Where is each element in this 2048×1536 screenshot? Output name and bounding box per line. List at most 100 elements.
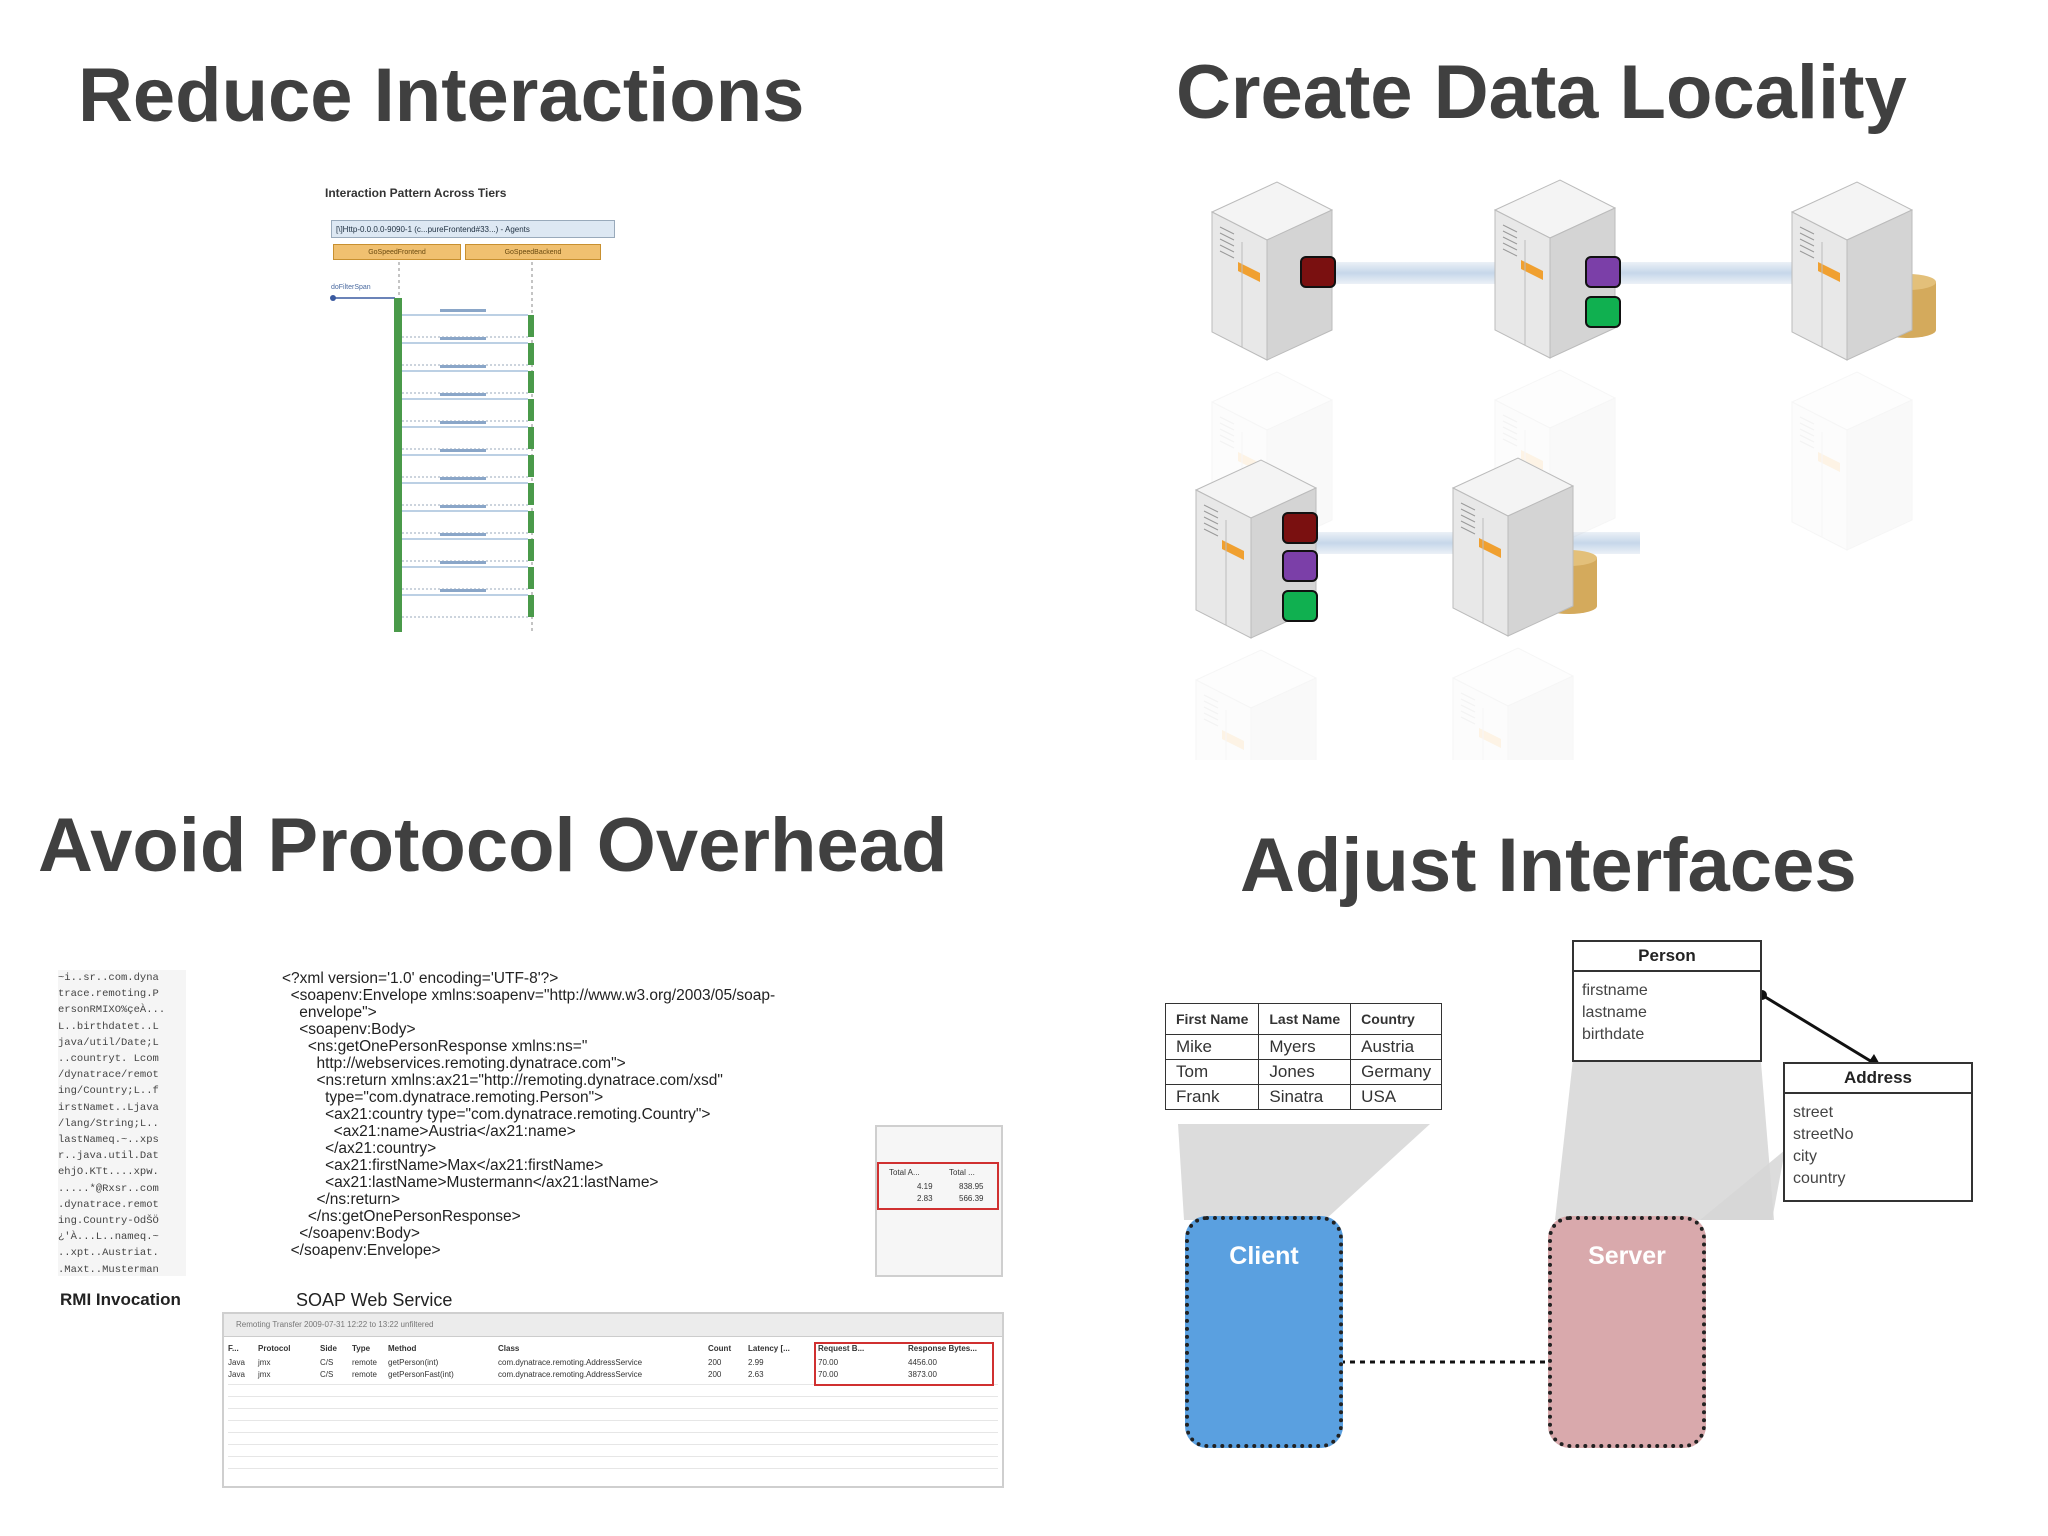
sequence-activation	[528, 455, 534, 477]
red-data-block-local	[1282, 512, 1318, 544]
sequence-activation	[528, 343, 534, 365]
soap-line: <ax21:country type="com.dynatrace.remoti…	[282, 1106, 711, 1123]
field: lastname	[1582, 1004, 1647, 1021]
sequence-call-label	[440, 533, 486, 536]
rmi-line: ing.Country-OdŠÖ	[58, 1215, 159, 1228]
sequence-call-label	[440, 561, 486, 564]
grid-cell: 70.00	[818, 1358, 839, 1367]
sequence-activation	[528, 511, 534, 533]
grid-cell: 200	[708, 1370, 722, 1379]
grid-rule	[228, 1444, 998, 1445]
grid-header: Request B...	[818, 1344, 865, 1353]
sequence-call-label	[440, 477, 486, 480]
grid-cell: 70.00	[818, 1370, 839, 1379]
grid-header: Class	[498, 1344, 520, 1353]
soap-line: <soapenv:Body>	[282, 1021, 416, 1038]
soap-label: SOAP Web Service	[296, 1290, 453, 1310]
grid-rule	[228, 1408, 998, 1409]
grid-header: Response Bytes...	[908, 1344, 977, 1353]
table-row: Mike Myers Austria	[1164, 1034, 1443, 1060]
cell: Germany	[1350, 1059, 1443, 1085]
summary-cell: 838.95	[959, 1182, 984, 1191]
sequence-activation	[528, 567, 534, 589]
field: streetNo	[1793, 1126, 1854, 1143]
soap-line: <ax21:name>Austria</ax21:name>	[282, 1123, 576, 1140]
grid-cell: remote	[352, 1370, 377, 1379]
rmi-line: java/util/Date;L	[58, 1036, 159, 1049]
grid-cell: 2.99	[748, 1358, 764, 1367]
remoting-transfer-grid: Remoting Transfer 2009-07-31 12:22 to 13…	[222, 1312, 1004, 1488]
server-icon	[1210, 181, 1334, 361]
server-reflection	[1451, 647, 1575, 760]
grid-cell: C/S	[320, 1358, 334, 1367]
rmi-label: RMI Invocation	[60, 1290, 181, 1309]
address-class-title: Address	[1785, 1064, 1971, 1094]
grid-cell: 200	[708, 1358, 722, 1367]
sequence-header: [\]Http-0.0.0.0-9090-1 (c...pureFrontend…	[331, 220, 615, 238]
grid-cell: jmx	[258, 1370, 271, 1379]
address-class: Address street streetNo city country	[1783, 1062, 1973, 1202]
server-box: Server	[1548, 1216, 1706, 1448]
sequence-activation	[528, 483, 534, 505]
table-row: Tom Jones Germany	[1164, 1059, 1443, 1085]
rmi-line: /lang/String;L..	[58, 1117, 159, 1130]
grid-rule	[228, 1456, 998, 1457]
grid-cell: 3873.00	[908, 1370, 937, 1379]
col-country: Country	[1350, 1003, 1443, 1035]
grid-header: Side	[320, 1344, 337, 1353]
sequence-activation	[528, 399, 534, 421]
server-icon	[1451, 457, 1597, 637]
server-icon	[1790, 181, 1936, 361]
sequence-call-label	[440, 505, 486, 508]
sequence-title: Interaction Pattern Across Tiers	[325, 186, 507, 200]
lane-frontend: GoSpeedFrontend	[333, 244, 461, 260]
grid-cell: Java	[228, 1370, 245, 1379]
grid-rule	[228, 1468, 998, 1469]
grid-cell: getPersonFast(int)	[388, 1370, 454, 1379]
rmi-line: L..birthdatet..L	[58, 1020, 159, 1033]
summary-header-1: Total A...	[889, 1168, 920, 1177]
person-class: Person firstname lastname birthdate	[1572, 940, 1762, 1062]
field: firstname	[1582, 982, 1648, 999]
cell: USA	[1350, 1084, 1443, 1110]
soap-line: type="com.dynatrace.remoting.Person">	[282, 1089, 604, 1106]
grid-rule	[228, 1384, 998, 1385]
field: country	[1793, 1170, 1846, 1187]
green-data-block	[1585, 296, 1621, 328]
cell: Myers	[1258, 1034, 1352, 1060]
sequence-activation	[528, 315, 534, 337]
purple-data-block-local	[1282, 550, 1318, 582]
sequence-call-label	[440, 337, 486, 340]
bytes-highlight	[814, 1342, 994, 1386]
interaction-sequence-diagram: Interaction Pattern Across Tiers [\]Http…	[325, 180, 625, 632]
sequence-call-label	[440, 589, 486, 592]
grid-cell: Java	[228, 1358, 245, 1367]
title-reduce-interactions: Reduce Interactions	[78, 53, 805, 138]
grid-header: F...	[228, 1344, 239, 1353]
data-locality-diagram	[1190, 170, 1980, 760]
sequence-lines	[330, 262, 534, 632]
summary-cell: 4.19	[917, 1182, 933, 1191]
sequence-caller: doFilterSpan	[331, 284, 371, 291]
grid-cell: getPerson(int)	[388, 1358, 439, 1367]
rmi-line: ~i..sr..com.dyna	[58, 972, 159, 984]
cell: Jones	[1258, 1059, 1352, 1085]
rmi-line: .dynatrace.remot	[58, 1198, 159, 1211]
cell: Austria	[1350, 1034, 1443, 1060]
rmi-line: r..java.util.Dat	[58, 1150, 159, 1163]
sequence-call-label	[440, 421, 486, 424]
grid-header: Type	[352, 1344, 371, 1353]
sequence-activation	[528, 427, 534, 449]
cell: Mike	[1164, 1034, 1260, 1060]
server-icons	[1194, 179, 1936, 760]
col-first-name: First Name	[1164, 1003, 1260, 1035]
soap-line: <ns:getOnePersonResponse xmlns:ns="	[282, 1038, 588, 1055]
sequence-activation	[528, 539, 534, 561]
address-fields: street streetNo city country	[1785, 1094, 1971, 1198]
person-class-title: Person	[1574, 942, 1760, 972]
table-row: Frank Sinatra USA	[1164, 1084, 1443, 1110]
soap-line: <ax21:firstName>Max</ax21:firstName>	[282, 1157, 604, 1174]
grid-cell: remote	[352, 1358, 377, 1367]
rmi-line: ¿'À...L..nameq.~	[58, 1231, 159, 1244]
